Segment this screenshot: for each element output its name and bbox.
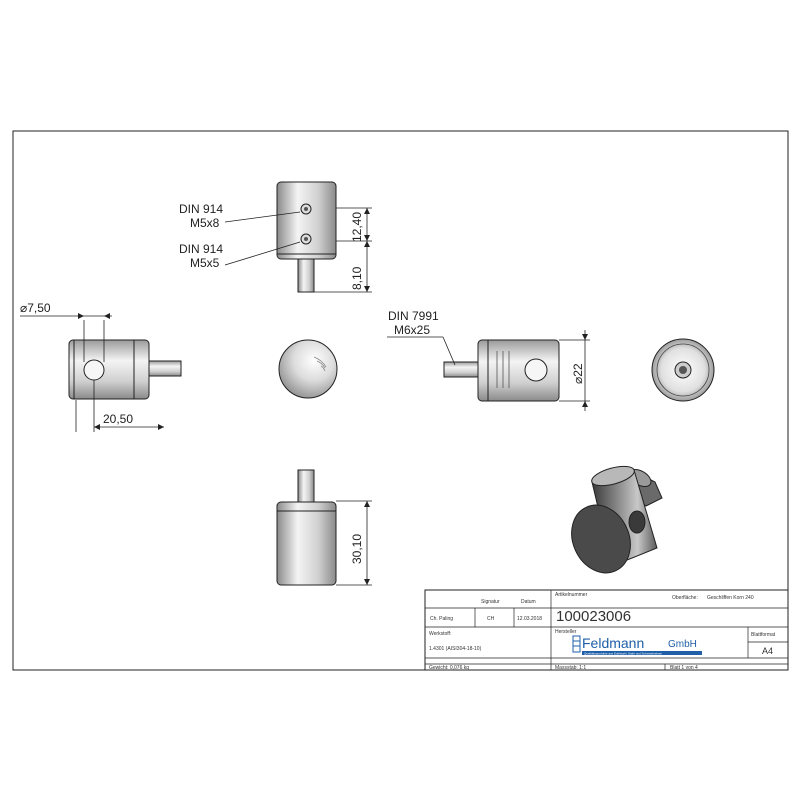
dim-hole-diameter: ⌀7,50 bbox=[20, 301, 51, 315]
article-number: 100023006 bbox=[556, 608, 631, 625]
material-value: 1.4301 (AISI304-18-10) bbox=[429, 646, 482, 652]
cross-hole-icon bbox=[83, 359, 105, 381]
sheet-label: Blatt 1 von 4 bbox=[670, 665, 698, 671]
callout-din914-a-line2: M5x8 bbox=[190, 216, 220, 230]
dim-hole-position: 20,50 bbox=[103, 412, 133, 426]
date-header: Datum bbox=[521, 599, 536, 605]
company-logo: Feldmann GmbH Qualitätsprodukte aus Edel… bbox=[572, 635, 702, 655]
signature-value: CH bbox=[487, 616, 495, 622]
cross-hole-icon bbox=[628, 510, 646, 534]
dim-total-length: 30,10 bbox=[350, 534, 364, 564]
callout-din914-a-line1: DIN 914 bbox=[179, 202, 223, 216]
article-label: Artikelnummer bbox=[555, 592, 588, 598]
dim-pin-length: 8,10 bbox=[350, 266, 364, 290]
surface-label: Oberfläche: bbox=[672, 595, 698, 601]
scale-label: Massstab: 1:1 bbox=[555, 665, 586, 671]
format-value: A4 bbox=[762, 646, 773, 656]
title-block: Signatur Datum Artikelnummer Oberfläche:… bbox=[424, 589, 789, 671]
bottom-view: 30,10 bbox=[276, 469, 372, 586]
surface-value: Geschliffen Korn 240 bbox=[707, 595, 754, 601]
front-view bbox=[278, 339, 338, 399]
weight-label: Gewicht: 0,076 kg bbox=[429, 665, 469, 671]
dim-body-height: 12,40 bbox=[350, 212, 364, 242]
top-view: DIN 914 M5x8 DIN 914 M5x5 12,40 8,10 bbox=[179, 181, 372, 293]
isometric-view bbox=[571, 465, 663, 574]
callout-din914-b-line1: DIN 914 bbox=[179, 242, 223, 256]
material-label: Werkstoff: bbox=[429, 631, 451, 637]
company-name: Feldmann bbox=[582, 635, 644, 651]
date-value: 12.03.2018 bbox=[517, 616, 542, 622]
callout-din7991-line1: DIN 7991 bbox=[388, 309, 439, 323]
rear-view bbox=[651, 338, 715, 402]
company-tagline: Qualitätsprodukte aus Edelstahl, Stahl u… bbox=[584, 651, 662, 655]
right-view: DIN 7991 M6x25 ⌀22 bbox=[387, 309, 590, 411]
left-view: ⌀7,50 20,50 bbox=[20, 301, 182, 432]
manufacturer-label: Hersteller bbox=[555, 629, 577, 635]
company-suffix: GmbH bbox=[668, 639, 697, 650]
signature-header: Signatur bbox=[481, 599, 500, 605]
logo-tower-icon bbox=[572, 635, 581, 653]
callout-din914-b-line2: M5x5 bbox=[190, 256, 220, 270]
format-label: Blattformat bbox=[751, 632, 776, 638]
dim-outer-diameter: ⌀22 bbox=[571, 363, 585, 384]
drawing-frame bbox=[12, 130, 789, 671]
end-face-icon bbox=[571, 504, 631, 574]
cross-hole-icon bbox=[524, 358, 548, 382]
author-name: Ch. Paling bbox=[430, 616, 453, 622]
callout-din7991-line2: M6x25 bbox=[394, 323, 430, 337]
